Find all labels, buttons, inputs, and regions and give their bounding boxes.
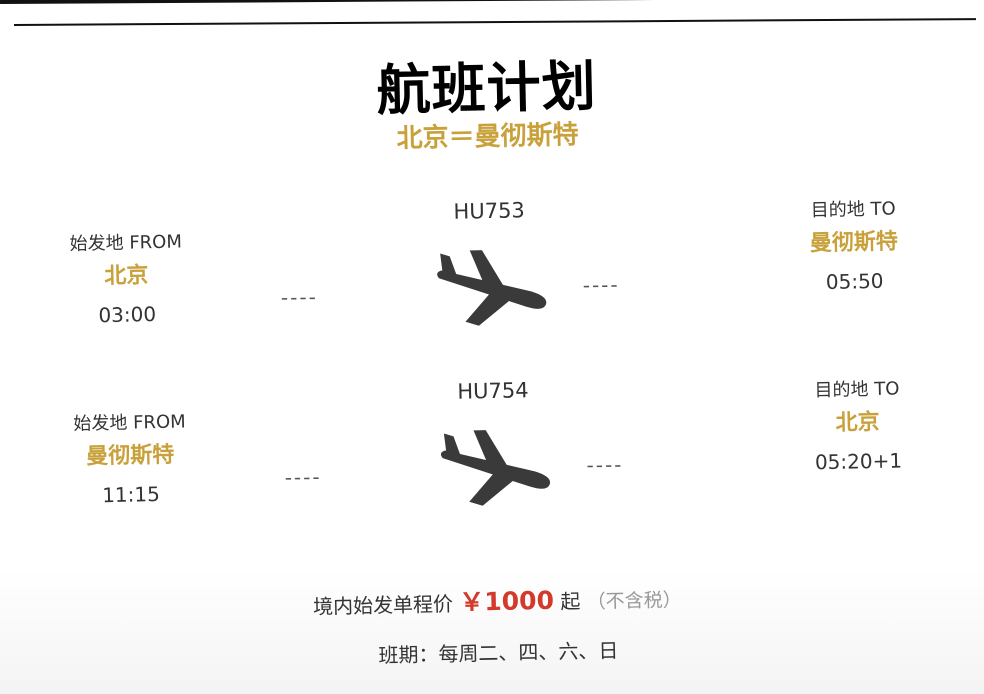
destination-city: 北京	[835, 409, 880, 436]
destination-city: 曼彻斯特	[809, 229, 899, 257]
origin-label: 始发地 FROM	[73, 411, 186, 435]
route-dash-right: ----	[586, 452, 624, 478]
origin-block: 始发地 FROM 北京 03:00	[36, 229, 218, 335]
destination-block: 目的地 TO 曼彻斯特 05:50	[763, 196, 945, 302]
destination-label: 目的地 TO	[814, 378, 900, 402]
origin-city: 曼彻斯特	[85, 442, 175, 470]
route-dash-left: ----	[280, 284, 319, 310]
airplane-icon	[437, 248, 547, 326]
flight-row: 始发地 FROM 曼彻斯特 11:15 ---- HU754 ---- 目的地 …	[1, 365, 984, 556]
flight-number: HU754	[457, 378, 529, 404]
airplane-icon	[440, 428, 551, 506]
schedule-line: 班期：每周二、四、六、日	[378, 638, 619, 668]
route-dash-left: ----	[284, 464, 322, 490]
price-suffix: 起	[560, 589, 581, 614]
departure-time: 11:15	[101, 481, 161, 508]
origin-block: 始发地 FROM 曼彻斯特 11:15	[39, 409, 221, 515]
price-amount: ￥1000	[459, 585, 555, 617]
destination-label: 目的地 TO	[810, 198, 896, 222]
price-note: （不含税）	[586, 589, 682, 614]
destination-block: 目的地 TO 北京 05:20+1	[767, 375, 949, 481]
flight-row: 始发地 FROM 北京 03:00 ---- HU753 ---- 目的地 TO…	[0, 185, 984, 376]
arrival-time: 05:20+1	[814, 448, 903, 475]
origin-city: 北京	[104, 263, 149, 290]
arrival-time: 05:50	[825, 268, 884, 294]
route-dash-right: ----	[582, 272, 620, 298]
price-prefix: 境内始发单程价	[312, 591, 454, 619]
origin-label: 始发地 FROM	[69, 231, 183, 255]
price-line: 境内始发单程价 ￥1000 起 （不含税）	[5, 572, 984, 629]
flight-number: HU753	[453, 198, 526, 224]
departure-time: 03:00	[98, 302, 157, 328]
